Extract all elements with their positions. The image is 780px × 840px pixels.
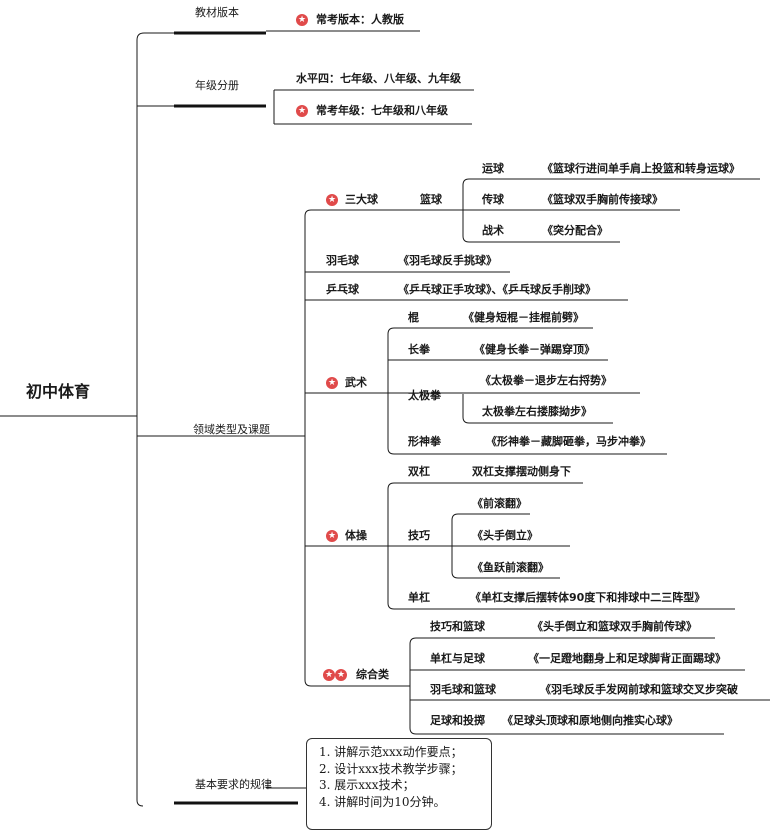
basketball-item[interactable]: 传球 bbox=[482, 193, 504, 206]
combined-lesson[interactable]: 《一足蹬地翻身上和足球脚背正面踢球》 bbox=[528, 652, 726, 665]
pingpong-lesson[interactable]: 《乒乓球正手攻球》、《乒乓球反手削球》 bbox=[398, 283, 596, 296]
star-icon: ★ bbox=[335, 669, 347, 681]
node-badminton[interactable]: 羽毛球 bbox=[326, 254, 359, 267]
martial-lesson[interactable]: 《健身长拳－弹踢穿顶》 bbox=[474, 343, 595, 356]
branch-grade[interactable]: 年级分册 bbox=[195, 79, 239, 92]
requirement-line: 3. 展示xxx技术； bbox=[319, 778, 415, 792]
node-gymnastics[interactable]: 体操 bbox=[345, 529, 367, 542]
node-basketball[interactable]: 篮球 bbox=[420, 193, 442, 206]
basketball-item[interactable]: 战术 bbox=[482, 224, 504, 237]
branch-requirements[interactable]: 基本要求的规律 bbox=[195, 778, 272, 791]
requirement-line: 1. 讲解示范xxx动作要点； bbox=[319, 745, 463, 759]
combined-item[interactable]: 羽毛球和篮球 bbox=[430, 683, 496, 696]
star-icon: ★ bbox=[326, 377, 338, 389]
combined-item[interactable]: 足球和投掷 bbox=[430, 714, 485, 727]
gym-item[interactable]: 单杠 bbox=[408, 591, 430, 604]
basketball-lesson[interactable]: 《突分配合》 bbox=[542, 224, 608, 237]
requirement-line: 2. 设计xxx技术教学步骤； bbox=[319, 761, 463, 776]
martial-item[interactable]: 长拳 bbox=[408, 343, 430, 356]
basketball-item[interactable]: 运球 bbox=[482, 162, 504, 175]
combined-lesson[interactable]: 《头手倒立和篮球双手胸前传球》 bbox=[532, 620, 697, 633]
node-martial-arts[interactable]: 武术 bbox=[345, 376, 367, 389]
node-pingpong[interactable]: 乒乓球 bbox=[326, 283, 359, 296]
node-ballgames[interactable]: 三大球 bbox=[345, 193, 378, 206]
requirements-box[interactable]: 1. 讲解示范xxx动作要点； 2. 设计xxx技术教学步骤； 3. 展示xxx… bbox=[306, 738, 492, 830]
gym-lesson[interactable]: 《头手倒立》 bbox=[472, 529, 538, 542]
grade-level[interactable]: 水平四：七年级、八年级、九年级 bbox=[296, 72, 461, 85]
grade-note[interactable]: 常考年级：七年级和八年级 bbox=[316, 104, 448, 117]
combined-item[interactable]: 技巧和篮球 bbox=[430, 620, 485, 633]
star-icon: ★ bbox=[296, 14, 308, 26]
combined-lesson[interactable]: 《足球头顶球和原地侧向推实心球》 bbox=[502, 714, 678, 727]
basketball-lesson[interactable]: 《篮球行进间单手肩上投篮和转身运球》 bbox=[542, 162, 740, 175]
martial-item[interactable]: 棍 bbox=[408, 311, 419, 324]
martial-lesson[interactable]: 《形神拳－藏脚砸拳，马步冲拳》 bbox=[486, 435, 651, 448]
star-icon: ★ bbox=[326, 194, 338, 206]
root-topic[interactable]: 初中体育 bbox=[26, 382, 91, 401]
textbook-note[interactable]: 常考版本：人教版 bbox=[316, 13, 404, 26]
gym-item[interactable]: 技巧 bbox=[408, 529, 430, 542]
gym-lesson[interactable]: 《前滚翻》 bbox=[472, 497, 527, 510]
martial-item[interactable]: 形神拳 bbox=[408, 435, 441, 448]
branch-textbook[interactable]: 教材版本 bbox=[195, 6, 239, 19]
star-icon: ★ bbox=[296, 105, 308, 117]
gym-lesson[interactable]: 《鱼跃前滚翻》 bbox=[472, 561, 549, 574]
gym-item[interactable]: 双杠 bbox=[408, 465, 430, 478]
star-icon: ★ bbox=[326, 530, 338, 542]
star-icon: ★ bbox=[323, 669, 335, 681]
requirement-line: 4. 讲解时间为10分钟。 bbox=[319, 794, 446, 809]
node-combined[interactable]: 综合类 bbox=[356, 668, 389, 681]
martial-lesson[interactable]: 太极拳左右搂膝拗步》 bbox=[482, 405, 592, 418]
martial-lesson[interactable]: 《太极拳－退步左右捋势》 bbox=[480, 374, 612, 387]
branch-domains[interactable]: 领域类型及课题 bbox=[193, 423, 270, 436]
combined-item[interactable]: 单杠与足球 bbox=[430, 652, 485, 665]
combined-lesson[interactable]: 《羽毛球反手发网前球和篮球交叉步突破 bbox=[540, 683, 738, 696]
martial-lesson[interactable]: 《健身短棍－挂棍前劈》 bbox=[463, 311, 584, 324]
basketball-lesson[interactable]: 《篮球双手胸前传接球》 bbox=[542, 193, 663, 206]
badminton-lesson[interactable]: 《羽毛球反手挑球》 bbox=[398, 254, 497, 267]
gym-lesson[interactable]: 双杠支撑摆动侧身下 bbox=[472, 465, 571, 478]
gym-lesson[interactable]: 《单杠支撑后摆转体90度下和排球中二三阵型》 bbox=[470, 591, 706, 604]
martial-item[interactable]: 太极拳 bbox=[408, 389, 441, 402]
